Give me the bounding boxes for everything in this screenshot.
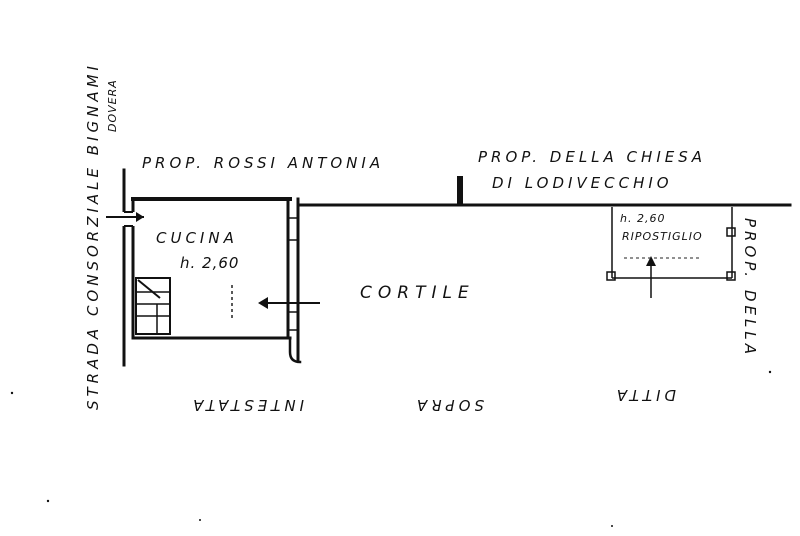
- storage-room: [606, 207, 736, 298]
- kitchen-height-label: h. 2,60: [180, 254, 239, 272]
- bottom-right-label: DITTA: [613, 386, 676, 404]
- storage-pillar-c: [726, 227, 736, 237]
- top-right-owner-label-2: DI LODIVECCHIO: [492, 174, 673, 192]
- boundary-post: [457, 176, 463, 205]
- labels: PROP. ROSSI ANTONIA PROP. DELLA CHIESA D…: [84, 62, 759, 414]
- storage-height-label: h. 2,60: [620, 212, 665, 225]
- entrance-arrows: [106, 212, 320, 318]
- arrow-into-kitchen-icon: [106, 212, 144, 222]
- top-left-owner-label: PROP. ROSSI ANTONIA: [142, 154, 384, 172]
- scan-specks: [10, 370, 772, 527]
- kitchen-label: CUCINA: [156, 229, 238, 247]
- top-right-owner-label-1: PROP. DELLA CHIESA: [478, 148, 706, 166]
- kitchen-wall-notch: [288, 336, 302, 364]
- arrow-into-storage-icon: [646, 256, 656, 298]
- window-upper: [287, 217, 299, 241]
- courtyard-label: CORTILE: [360, 283, 475, 303]
- left-road-sub-label: DOVERA: [106, 79, 119, 132]
- left-door-gap: [121, 212, 137, 226]
- bottom-mid-label: SOPRA: [413, 396, 484, 414]
- right-owner-label-2: DELLA: [741, 290, 759, 358]
- storage-label: RIPOSTIGLIO: [622, 230, 703, 243]
- left-road-label: STRADA CONSORZIALE BIGNAMI: [84, 62, 102, 410]
- walls: [121, 168, 792, 367]
- storage-pillar-a: [606, 271, 616, 281]
- window-lower: [287, 311, 299, 331]
- arrow-from-courtyard-icon: [258, 297, 320, 309]
- bottom-left-label: INTESTATA: [189, 396, 304, 414]
- storage-pillar-b: [726, 271, 736, 281]
- right-owner-label-1: PROP.: [741, 218, 759, 281]
- staircase: [135, 277, 171, 335]
